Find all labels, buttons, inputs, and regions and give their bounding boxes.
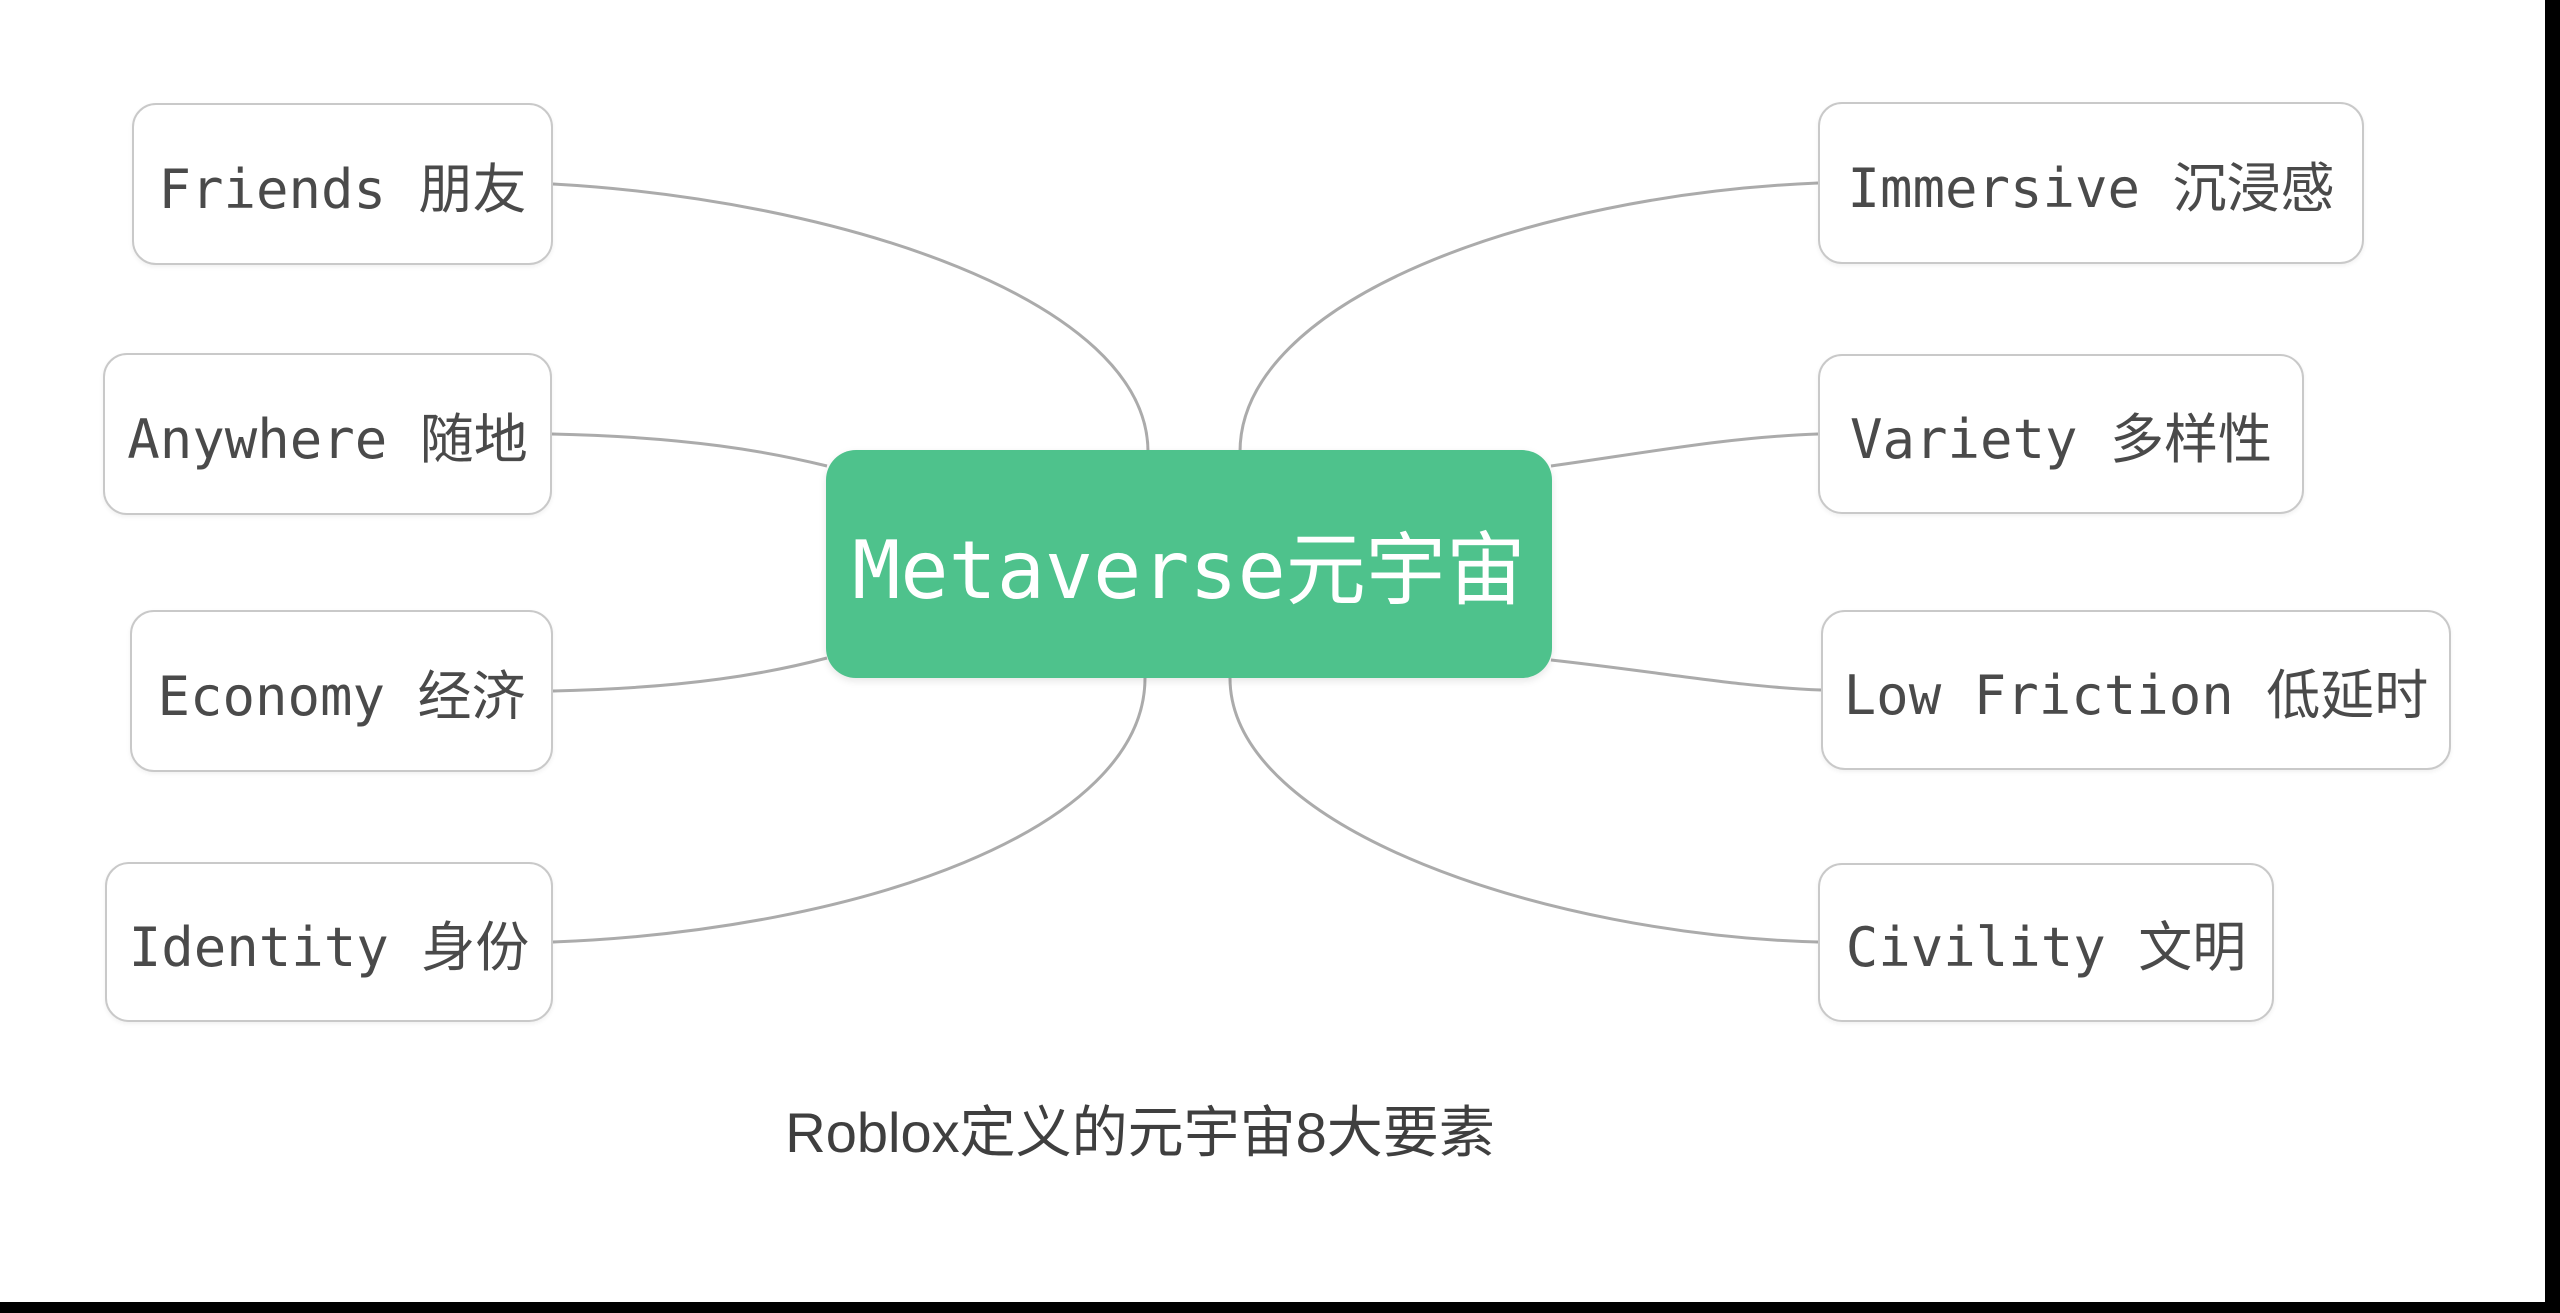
node-economy[interactable]: Economy 经济 <box>130 610 553 772</box>
node-variety-label: Variety 多样性 <box>1849 407 2273 471</box>
node-friends-label: Friends 朋友 <box>158 157 527 221</box>
connector-variety <box>1550 432 1819 468</box>
node-identity[interactable]: Identity 身份 <box>105 862 553 1022</box>
connector-civility <box>1228 677 1819 944</box>
node-civility[interactable]: Civility 文明 <box>1818 863 2274 1022</box>
node-variety[interactable]: Variety 多样性 <box>1818 354 2304 514</box>
node-lowfriction-label: Low Friction 低延时 <box>1843 663 2429 727</box>
node-immersive-label: Immersive 沉浸感 <box>1847 156 2335 220</box>
node-immersive[interactable]: Immersive 沉浸感 <box>1818 102 2364 264</box>
connector-immersive <box>1238 181 1819 453</box>
connector-friends <box>552 182 1150 453</box>
node-anywhere-label: Anywhere 随地 <box>127 407 528 471</box>
connector-identity <box>552 677 1147 944</box>
node-civility-label: Civility 文明 <box>1845 916 2247 979</box>
node-identity-label: Identity 身份 <box>128 915 530 979</box>
letterbox-right-strip <box>2545 0 2560 1313</box>
caption: Roblox定义的元宇宙8大要素 <box>785 1101 1495 1164</box>
node-lowfriction[interactable]: Low Friction 低延时 <box>1821 610 2451 770</box>
center-topic[interactable]: Metaverse元宇宙 <box>826 450 1552 678</box>
letterbox-bottom-strip <box>0 1302 2560 1313</box>
node-economy-label: Economy 经济 <box>157 664 526 728</box>
node-anywhere[interactable]: Anywhere 随地 <box>103 353 552 515</box>
center-topic-label: Metaverse元宇宙 <box>852 524 1526 617</box>
connector-anywhere <box>551 432 828 468</box>
connector-lowfriction <box>1550 658 1822 692</box>
node-friends[interactable]: Friends 朋友 <box>132 103 553 265</box>
connector-economy <box>552 656 828 693</box>
